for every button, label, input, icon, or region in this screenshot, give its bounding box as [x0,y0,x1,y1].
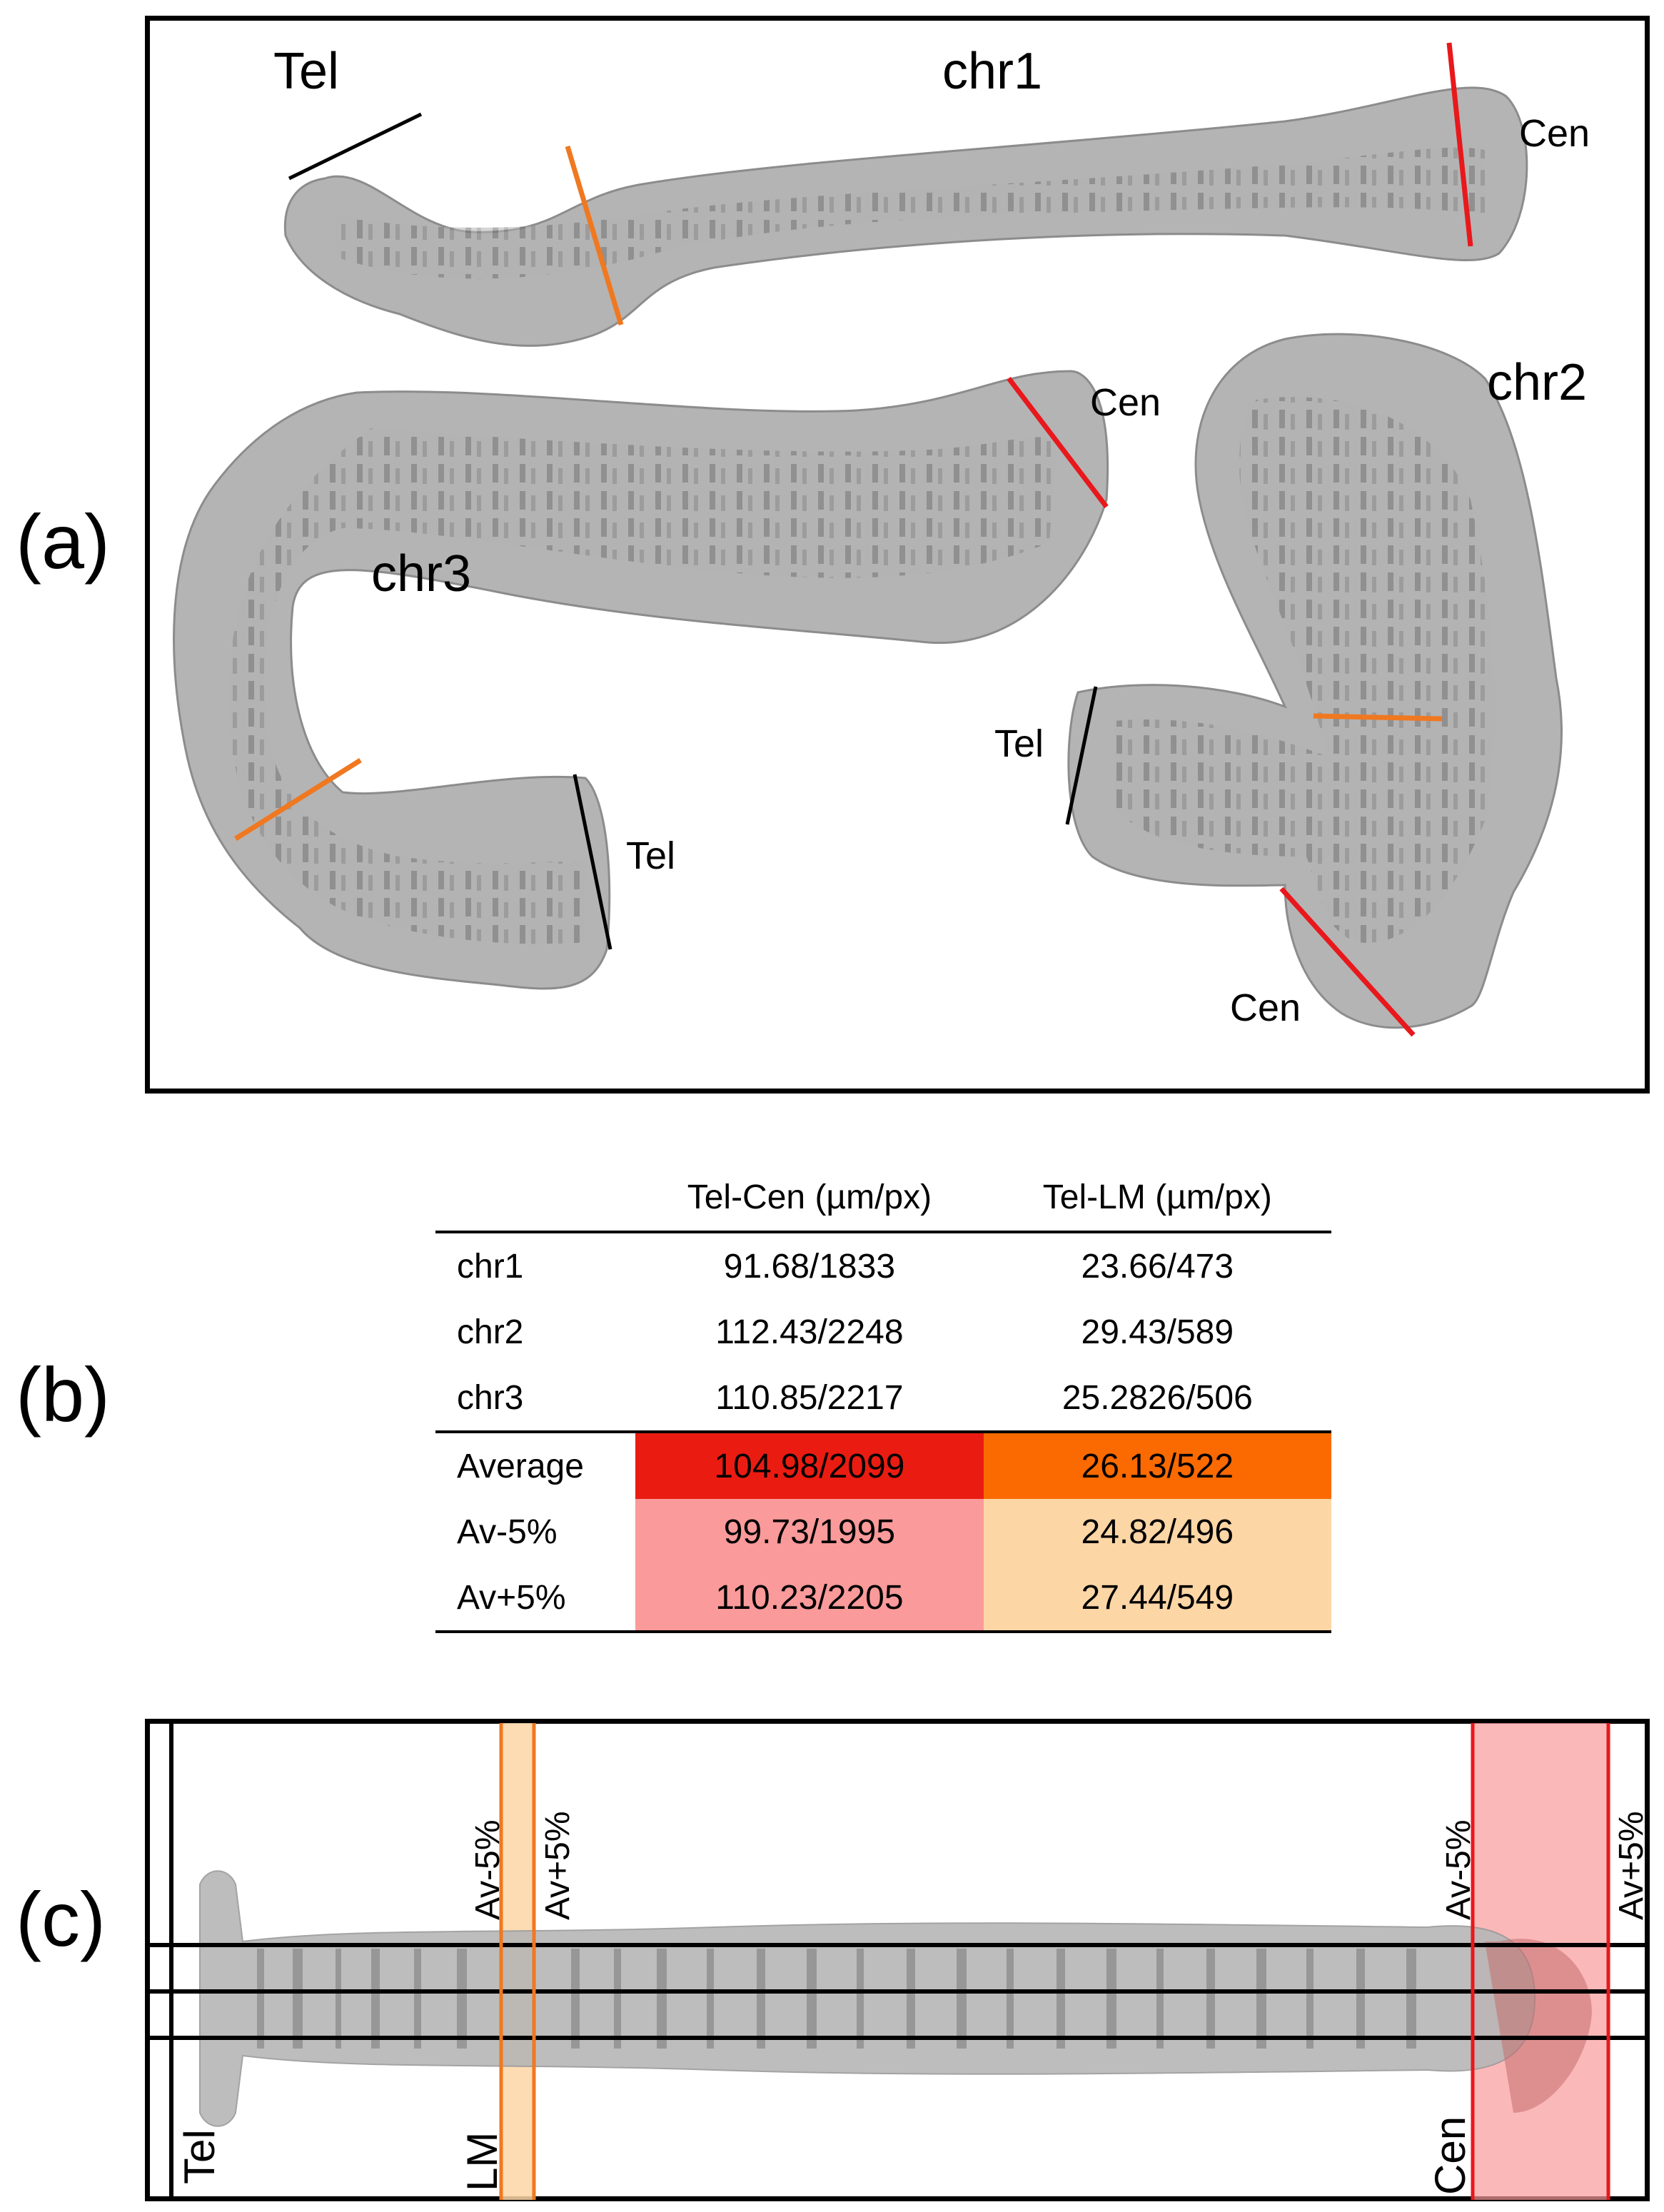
tel-axis-label: Tel [176,2129,223,2184]
chr3-tel-label: Tel [626,834,676,877]
table-row-av-minus: Av-5% 99.73/1995 24.82/496 [435,1499,1331,1565]
tel-cen-cell: 110.85/2217 [715,1378,904,1417]
table-header-tel-cen: Tel-Cen (µm/px) [635,1163,984,1233]
chr1-name-label: chr1 [942,43,1043,100]
chr2-tel-label: Tel [994,722,1044,765]
chr3-cen-label: Cen [1090,381,1161,424]
chr1-cen-boundary [1446,42,1473,247]
tel-lm-cell: 25.2826/506 [1062,1378,1253,1417]
tel-cen-cell: 112.43/2248 [715,1313,904,1351]
straightened-chromosome [199,1870,1592,2127]
tel-lm-cell: 27.44/549 [983,1565,1331,1633]
table-header-tel-lm: Tel-LM (µm/px) [983,1163,1331,1233]
row-label: Av-5% [457,1512,558,1551]
lm-axis-label: LM [458,2131,506,2191]
row-label: chr3 [457,1378,524,1417]
table-row-average: Average 104.98/2099 26.13/522 [435,1430,1331,1499]
cen-axis-label: Cen [1426,2116,1474,2195]
panel-c-frame [145,1719,1650,2201]
tel-lm-cell: 23.66/473 [1081,1247,1234,1286]
panel-c-straightened-chromosome [150,1723,1645,2200]
tel-cen-cell: 104.98/2099 [635,1430,984,1499]
chr2-cen-boundary [1279,887,1416,1037]
tel-lm-cell: 24.82/496 [983,1499,1331,1565]
chr3-lm-boundary [234,758,362,841]
chr3-tel-boundary [573,774,612,950]
chr2-name-label: chr2 [1487,354,1588,411]
row-label: chr1 [457,1247,524,1286]
panel-a-chromosomes [173,42,1563,1037]
chr2-tel-boundary [1065,686,1098,825]
chr2-cen-label: Cen [1230,986,1301,1029]
panel-label-b: (b) [16,1351,110,1438]
tel-lm-cell: 29.43/589 [1081,1313,1234,1351]
lm-high-label: Av+5% [539,1811,577,1920]
table-row: chr1 91.68/1833 23.66/473 [435,1232,1331,1299]
chr1-cen-label: Cen [1519,112,1590,155]
chr3-body [173,370,1109,990]
row-label: chr2 [457,1313,524,1351]
panel-a-frame [145,16,1650,1094]
chr1-lm-boundary [565,145,624,326]
tel-cen-cell: 91.68/1833 [723,1247,896,1286]
table-row-av-plus: Av+5% 110.23/2205 27.44/549 [435,1565,1331,1633]
table-header-blank [435,1163,636,1233]
chr1-tel-label: Tel [273,43,340,100]
chr1-tel-boundary [288,112,423,181]
measurement-table: Tel-Cen (µm/px) Tel-LM (µm/px) chr1 91.6… [435,1163,1331,1633]
table-row: chr2 112.43/2248 29.43/589 [435,1299,1331,1365]
chr2-lm-boundary [1313,713,1443,722]
table-header-row: Tel-Cen (µm/px) Tel-LM (µm/px) [435,1163,1331,1233]
cen-high-label: Av+5% [1613,1811,1650,1920]
chr3-cen-boundary [1007,376,1109,509]
cen-low-label: Av-5% [1440,1819,1478,1920]
chr1-body [283,86,1528,347]
lm-low-label: Av-5% [469,1819,507,1920]
table-row: chr3 110.85/2217 25.2826/506 [435,1365,1331,1432]
tel-cen-cell: 99.73/1995 [635,1499,984,1565]
chr2-body [1067,333,1563,1029]
row-label: Av+5% [435,1565,636,1633]
row-label: Average [435,1430,636,1499]
tel-cen-cell: 110.23/2205 [635,1565,984,1633]
chr3-name-label: chr3 [371,545,472,602]
tel-lm-cell: 26.13/522 [983,1430,1331,1499]
panel-label-a: (a) [16,498,110,585]
panel-label-c: (c) [16,1876,106,1962]
